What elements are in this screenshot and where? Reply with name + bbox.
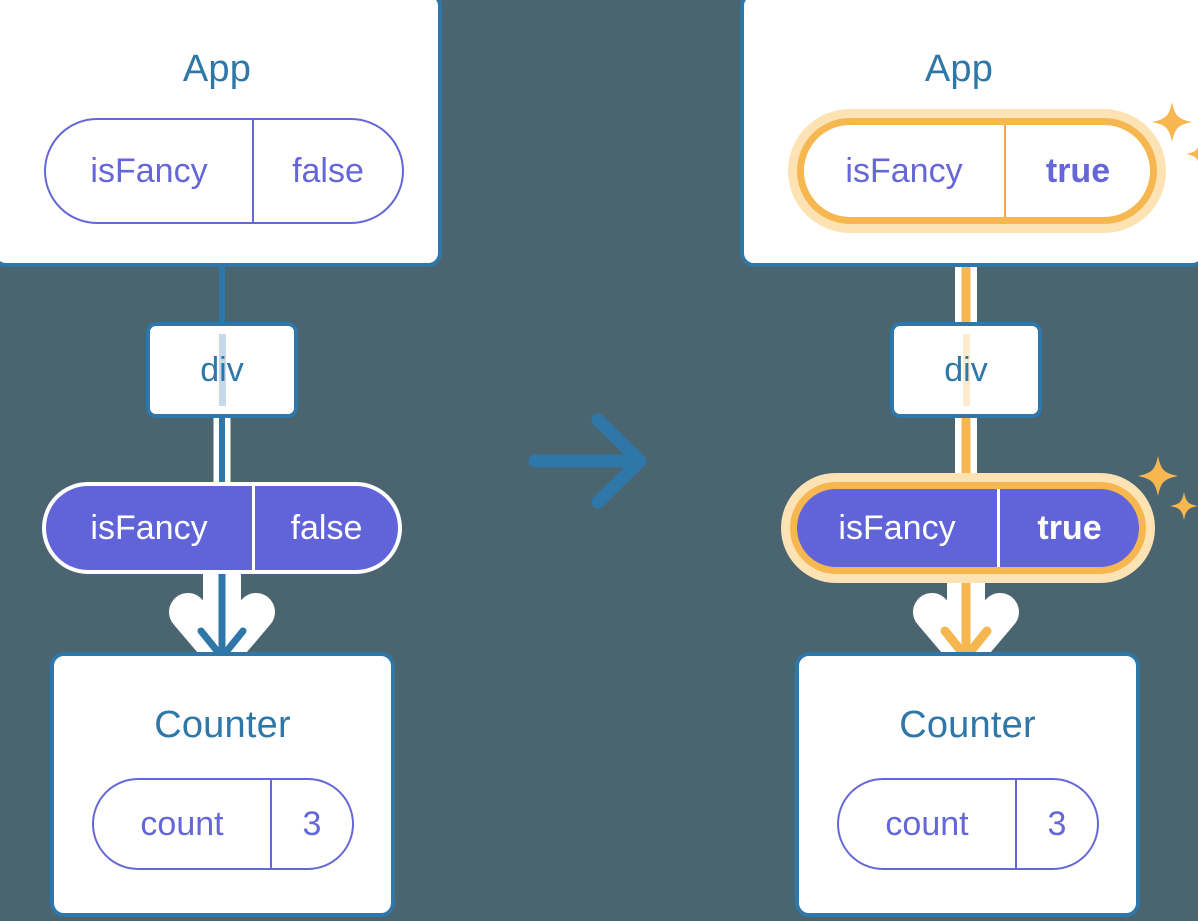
after-counter-state-value: 3: [1015, 780, 1097, 868]
after-app-sparkles: [1152, 102, 1198, 162]
after-props-key: isFancy: [838, 508, 956, 547]
before-app-title: App: [182, 48, 252, 90]
before-counter-state-key: count: [140, 804, 224, 843]
before-app-state-value: false: [252, 120, 402, 222]
before-props-value: false: [252, 486, 398, 570]
before-counter-state-pill: count 3: [92, 778, 354, 870]
after-div-inner-line: [963, 334, 970, 406]
after-counter-box: Counter count 3: [795, 652, 1140, 917]
sparkle-small-icon: [1170, 492, 1198, 520]
after-app-state-key: isFancy: [845, 151, 963, 190]
after-props-pill: isFancy true: [790, 482, 1146, 574]
before-div-inner-line: [219, 334, 226, 406]
after-app-title: App: [924, 48, 994, 90]
after-props-sparkles: [1138, 456, 1198, 520]
after-props-value: true: [997, 489, 1139, 567]
before-div-box: div: [146, 322, 298, 418]
before-props-pill: isFancy false: [42, 482, 402, 574]
before-counter-box: Counter count 3: [50, 652, 395, 917]
before-app-state-key: isFancy: [90, 151, 208, 190]
before-counter-state-value: 3: [270, 780, 352, 868]
sparkle-large-icon: [1152, 102, 1192, 142]
after-div-box: div: [890, 322, 1042, 418]
before-div-label: div: [200, 350, 244, 389]
after-counter-state-key: count: [885, 804, 969, 843]
arrow-right-icon: [528, 413, 647, 509]
after-counter-state-pill: count 3: [837, 778, 1099, 870]
sparkle-small-icon: [1186, 146, 1198, 162]
after-app-state-value: true: [1004, 125, 1150, 217]
after-div-label: div: [944, 350, 988, 389]
before-counter-title: Counter: [154, 704, 291, 746]
before-props-key: isFancy: [90, 508, 208, 547]
after-counter-title: Counter: [899, 704, 1036, 746]
after-app-box: App isFancy true: [740, 0, 1198, 267]
after-app-state-pill: isFancy true: [797, 118, 1157, 224]
sparkle-large-icon: [1138, 456, 1178, 496]
before-app-box: App isFancy false: [0, 0, 442, 267]
before-app-state-pill: isFancy false: [44, 118, 404, 224]
